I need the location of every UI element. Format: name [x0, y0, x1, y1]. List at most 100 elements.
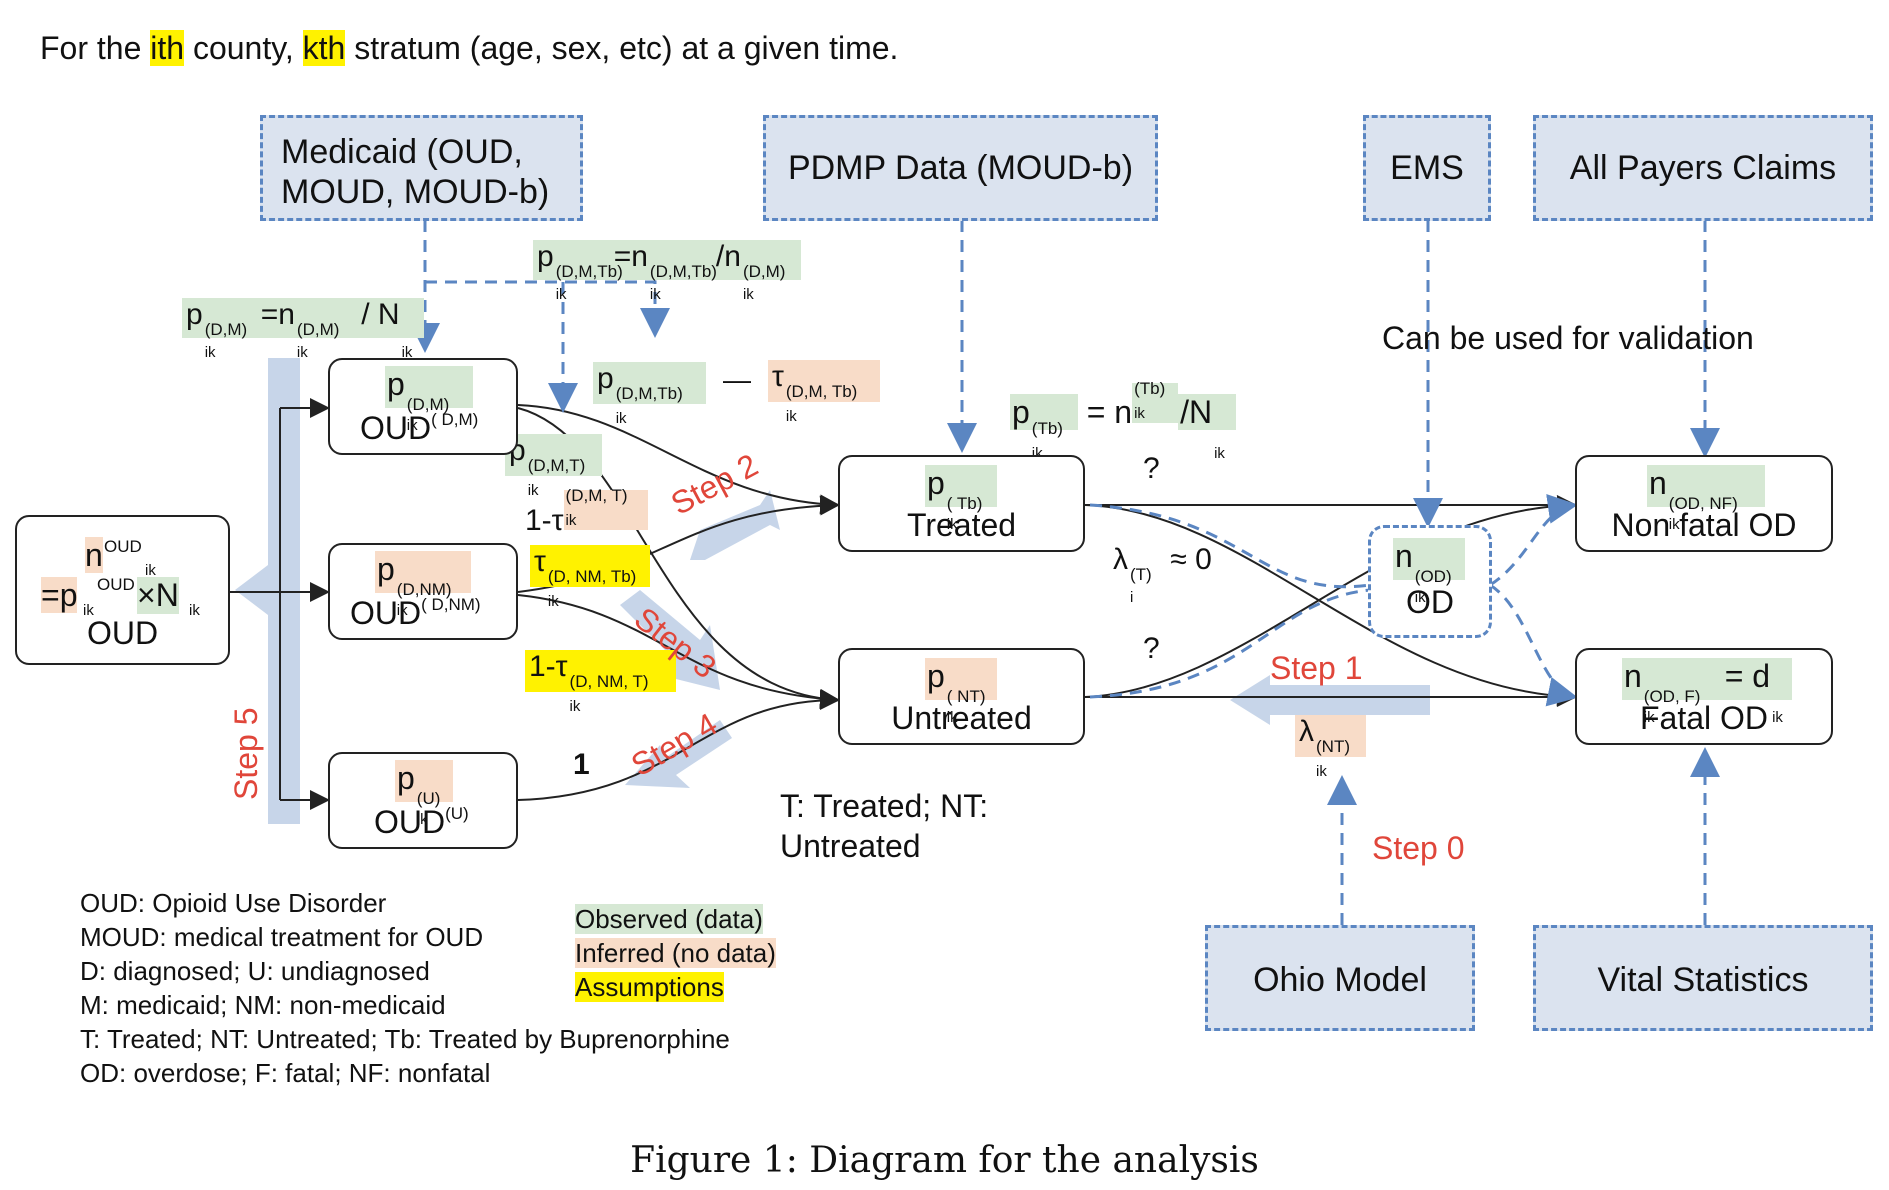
- header-line: For the ith county, kth stratum (age, se…: [40, 30, 898, 67]
- source-medicaid-label: Medicaid (OUD, MOUD, MOUD-b): [281, 133, 550, 211]
- formula-p-tb-div: /N: [1180, 394, 1213, 430]
- node-oud-dnm-sub: ik: [396, 602, 408, 619]
- dash-od-fatal: [1489, 583, 1578, 707]
- node-fatal-sup: (OD, F): [1643, 687, 1701, 706]
- node-untreated: p( NT)ik Untreated: [838, 648, 1085, 745]
- step-1-label: Step 1: [1270, 650, 1363, 686]
- node-oud-dm-label-sup: ( D,M): [431, 410, 479, 429]
- header-kth: kth: [302, 30, 346, 66]
- formula-p-tb-Nsub: ik: [1214, 445, 1225, 462]
- node-oud-total-nsup: OUD: [104, 537, 142, 556]
- node-oud-u: p(U)ik OUD(U): [328, 752, 518, 849]
- formula-p-dmtb-nsup: (D,M,Tb): [649, 262, 717, 281]
- node-fatal-sub: ik: [1643, 709, 1655, 726]
- node-oud-total-eq-text: =p: [41, 577, 78, 613]
- node-nonfatal-label: Non fatal OD: [1611, 507, 1797, 543]
- node-oud-u-sub: ik: [416, 811, 428, 828]
- node-od-label: OD: [1406, 584, 1454, 620]
- node-oud-dm-sub: ik: [406, 417, 418, 434]
- formula-lambda-nt-sub: ik: [1316, 763, 1327, 780]
- formula-p-dmtb-short-sup: (D,M,Tb): [615, 384, 683, 403]
- node-oud-dm-label: OUD( D,M): [360, 410, 478, 447]
- formula-p-dm-psup: (D,M): [204, 320, 248, 339]
- validation-note: Can be used for validation: [1382, 320, 1754, 356]
- question-mark-bottom: ?: [1143, 632, 1160, 665]
- formula-omt-dnmt-sup: (D, NM, T): [569, 672, 649, 691]
- node-od-n-base: n: [1395, 538, 1413, 574]
- node-oud-u-sup: (U): [416, 789, 441, 808]
- source-ohio-model-label: Ohio Model: [1253, 961, 1427, 999]
- legend-def-5: T: Treated; NT: Untreated; Tb: Treated b…: [80, 1024, 730, 1054]
- legend-def-6: OD: overdose; F: fatal; NF: nonfatal: [80, 1058, 491, 1088]
- formula-p-tb-nsup: (Tb): [1134, 379, 1166, 398]
- node-fatal-label: Fatal OD: [1639, 700, 1769, 736]
- legend-inferred: Inferred (no data): [575, 938, 776, 968]
- legend-observed: Observed (data): [575, 904, 763, 934]
- node-nonfatal-n-base: n: [1649, 465, 1667, 501]
- node-fatal-dsub: ik: [1772, 709, 1783, 726]
- formula-p-dmt-sup: (D,M,T): [527, 456, 586, 475]
- node-treated-label: Treated: [906, 507, 1017, 543]
- node-oud-dnm-p: p(D,NM)ik: [375, 551, 471, 619]
- node-treated-p: p( Tb)ik: [925, 465, 997, 533]
- legend-keys: Observed (data) Inferred (no data) Assum…: [575, 902, 776, 1004]
- node-oud-dnm-sup: (D,NM): [396, 580, 452, 599]
- formula-tau-dnmtb-sup: (D, NM, Tb): [547, 567, 637, 586]
- formula-one: 1: [573, 748, 590, 781]
- node-nonfatal-n: n(OD, NF)ik: [1647, 465, 1765, 533]
- node-oud-total-eq: =p: [41, 577, 78, 614]
- formula-p-dm-nsup: (D,M): [296, 320, 340, 339]
- node-od: n(OD)ik OD: [1368, 525, 1492, 638]
- source-ems: EMS: [1363, 115, 1491, 221]
- source-pdmp-label: PDMP Data (MOUD-b): [787, 149, 1134, 187]
- node-oud-total-Nsub: ik: [189, 602, 200, 619]
- source-vital-statistics: Vital Statistics: [1533, 925, 1873, 1031]
- node-oud-dm-sup: (D,M): [406, 395, 450, 414]
- formula-one-minus-tau-dnmt: 1-τ(D, NM, T)ik: [525, 650, 676, 715]
- formula-tau-dmtb-sub: ik: [785, 408, 797, 425]
- node-nonfatal-sup: (OD, NF): [1668, 494, 1738, 513]
- formula-tau-dnmtb-sub: ik: [547, 593, 559, 610]
- node-untreated-p-base: p: [927, 658, 945, 694]
- legend-definitions: OUD: Opioid Use Disorder MOUD: medical t…: [80, 886, 730, 1090]
- source-vital-statistics-label: Vital Statistics: [1597, 961, 1809, 999]
- node-oud-total-label: OUD: [86, 615, 159, 651]
- formula-p-dm-p: p: [186, 298, 203, 331]
- formula-p-dm-psub: ik: [204, 344, 216, 361]
- node-untreated-sub: ik: [946, 709, 958, 726]
- formula-p-tb-eq: = n: [1077, 394, 1133, 430]
- formula-lambda-t-rest: ≈ 0: [1162, 543, 1212, 576]
- node-oud-dnm-label-sup: ( D,NM): [421, 595, 481, 614]
- formula-p-dm-Nsub: ik: [401, 344, 413, 361]
- node-oud-dnm: p(D,NM)ik OUD( D,NM): [328, 543, 518, 640]
- formula-p-dmtb-short-sub: ik: [615, 410, 627, 427]
- node-treated-sub: ik: [946, 516, 958, 533]
- formula-p-dmtb: p(D,M,Tb)ik=n(D,M,Tb)ik/n(D,M)ik: [533, 240, 801, 303]
- node-oud-total: n OUD ik =p OUD ik ×N ik OUD: [15, 515, 230, 665]
- legend-def-2: MOUD: medical treatment for OUD: [80, 922, 484, 952]
- formula-p-dm-div: / N: [352, 298, 400, 331]
- step-5-label: Step 5: [228, 707, 264, 800]
- formula-tau-dmtb: τ(D,M, Tb)ik: [768, 360, 880, 425]
- source-ems-label: EMS: [1390, 149, 1464, 187]
- node-treated-p-base: p: [927, 465, 945, 501]
- formula-lambda-nt: λ(NT)ik: [1295, 715, 1366, 780]
- step2-arrow: [690, 490, 780, 560]
- node-fatal-n-base: n: [1624, 658, 1642, 694]
- formula-dash: —: [723, 364, 751, 395]
- header-prefix: For the: [40, 30, 151, 66]
- node-oud-u-label: OUD(U): [374, 804, 469, 841]
- formula-lambda-t-base: λ: [1113, 543, 1128, 576]
- node-oud-dm: p(D,M)ik OUD( D,M): [328, 358, 518, 455]
- formula-p-dmtb-short: p(D,M,Tb)ik: [593, 362, 706, 427]
- formula-p-dmt: p(D,M,T)ik: [505, 434, 602, 499]
- formula-p-tb-psup: (Tb): [1031, 419, 1063, 438]
- node-oud-total-psub: ik: [83, 602, 94, 619]
- formula-tau-dmtb-sup: (D,M, Tb): [785, 382, 858, 401]
- node-oud-total-times: ×N: [137, 577, 179, 614]
- node-oud-dnm-label: OUD( D,NM): [350, 595, 481, 632]
- node-oud-total-n-base: n: [85, 537, 103, 573]
- formula-p-dmtb-p: p: [537, 240, 554, 273]
- formula-tau-dnmtb: τ(D, NM, Tb)ik: [530, 545, 650, 610]
